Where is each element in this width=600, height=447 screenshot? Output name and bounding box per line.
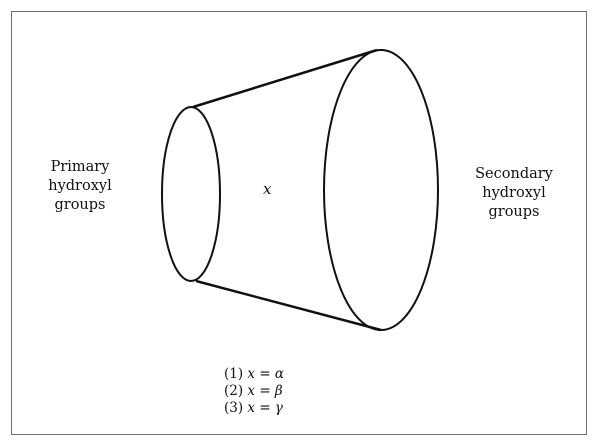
secondary-hydroxyl-label: Secondary hydroxyl groups bbox=[452, 165, 576, 222]
cyclodextrin-legend: (1) x = α (2) x = β (3) x = γ bbox=[224, 366, 284, 417]
cone-top-edge bbox=[192, 48, 378, 109]
legend-item: (3) x = γ bbox=[224, 400, 284, 417]
primary-hydroxyl-label: Primary hydroxyl groups bbox=[20, 158, 140, 215]
legend-equation: x = β bbox=[247, 383, 283, 399]
primary-label-line-3: groups bbox=[54, 197, 106, 213]
secondary-label-line-3: groups bbox=[488, 204, 540, 220]
legend-item: (1) x = α bbox=[224, 366, 284, 383]
narrow-rim-ellipse bbox=[161, 106, 221, 282]
cone-bottom-edge bbox=[195, 279, 382, 332]
cavity-variable: x bbox=[263, 180, 272, 198]
primary-label-line-1: Primary bbox=[50, 159, 110, 175]
primary-label-line-2: hydroxyl bbox=[48, 178, 112, 194]
legend-number: (1) bbox=[224, 366, 244, 382]
wide-rim-ellipse bbox=[323, 49, 439, 331]
figure-frame bbox=[11, 11, 587, 435]
legend-equation: x = α bbox=[247, 366, 285, 382]
legend-item: (2) x = β bbox=[224, 383, 284, 400]
legend-number: (2) bbox=[224, 383, 244, 399]
secondary-label-line-2: hydroxyl bbox=[482, 185, 546, 201]
secondary-label-line-1: Secondary bbox=[475, 166, 553, 182]
legend-equation: x = γ bbox=[247, 400, 283, 416]
legend-number: (3) bbox=[224, 400, 244, 416]
